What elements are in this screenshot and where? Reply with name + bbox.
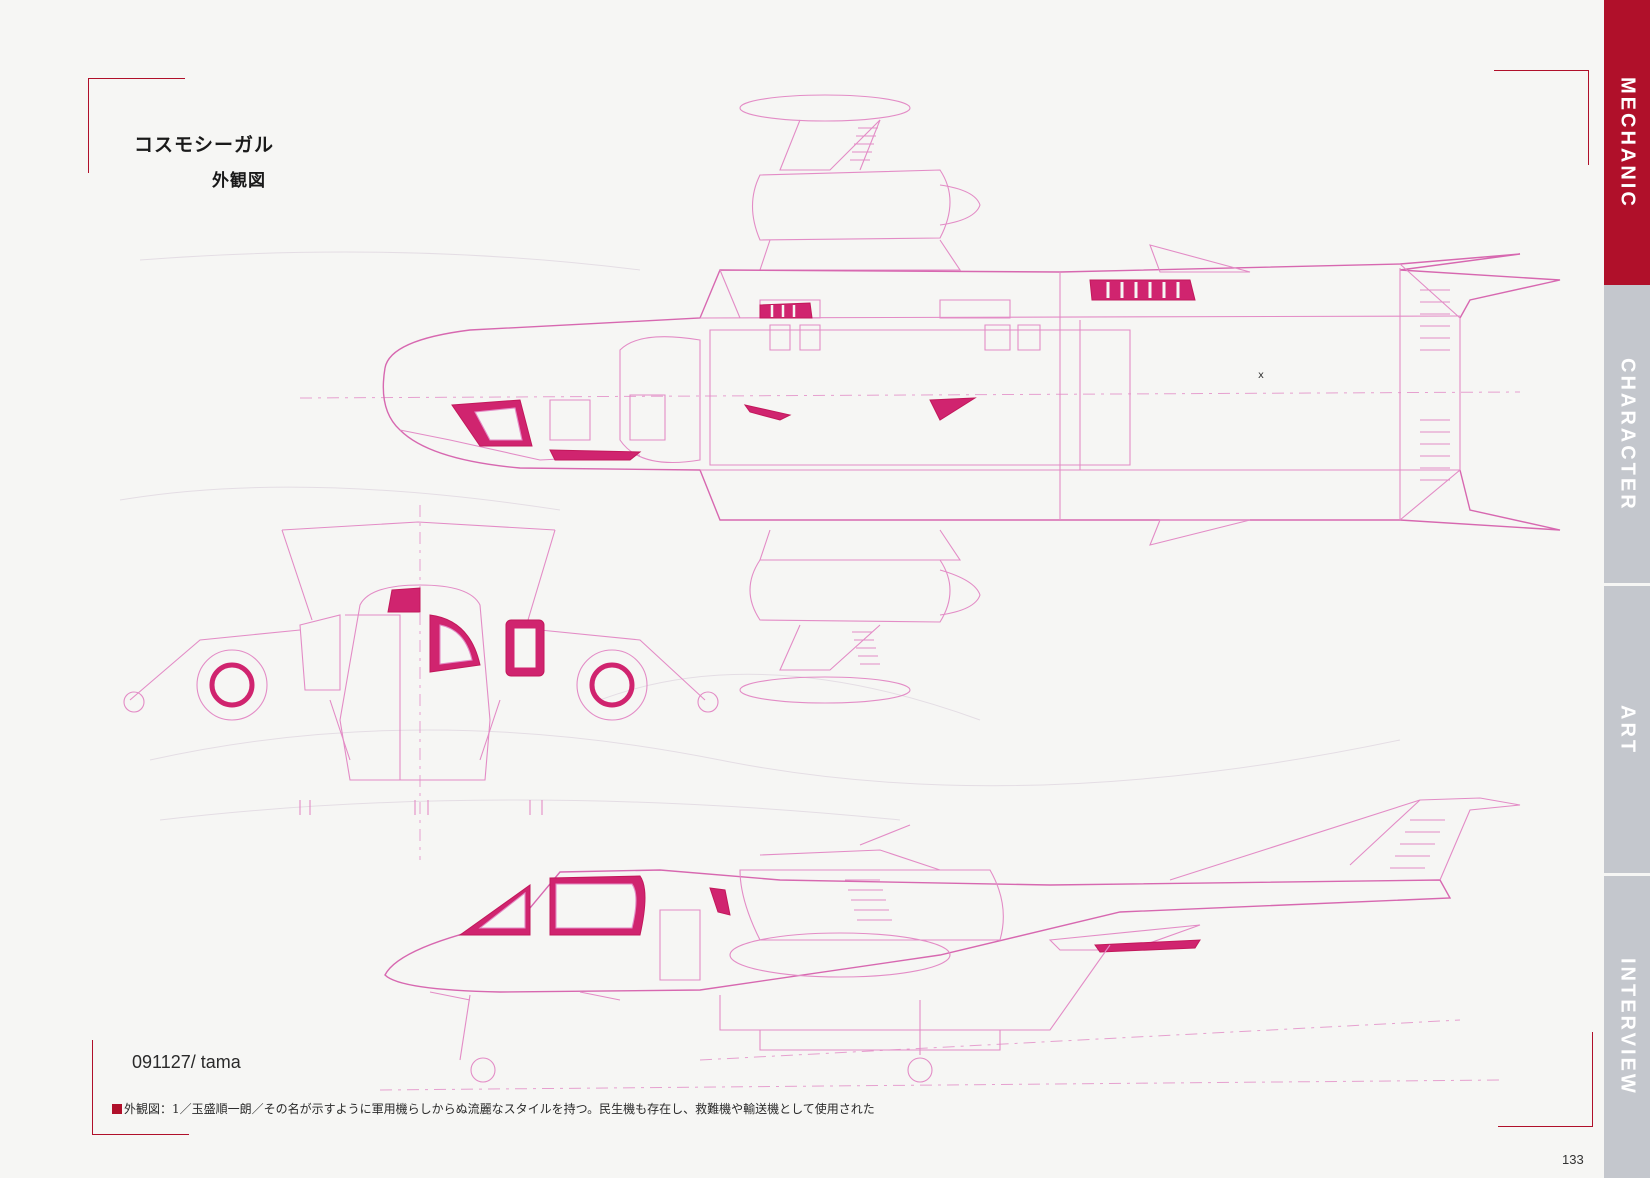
tab-character[interactable]: CHARACTER bbox=[1604, 285, 1650, 585]
figure-caption: 外観図：1／玉盛順一朗／その名が示すように軍用機らしからぬ流麗なスタイルを持つ。… bbox=[112, 1100, 875, 1117]
top-view: x bbox=[299, 94, 1561, 704]
tab-mechanic[interactable]: MECHANIC bbox=[1604, 0, 1650, 285]
page-subtitle: 外観図 bbox=[212, 171, 266, 191]
tab-divider bbox=[1604, 873, 1650, 876]
page-title: コスモシーガル bbox=[134, 134, 275, 156]
caption-text: 外観図：1／玉盛順一朗／その名が示すように軍用機らしからぬ流麗なスタイルを持つ。… bbox=[124, 1102, 875, 1116]
tab-divider bbox=[1604, 583, 1650, 586]
tab-interview[interactable]: INTERVIEW bbox=[1604, 875, 1650, 1178]
crop-mark-top-left bbox=[88, 78, 185, 173]
blueprint-drawing: x bbox=[119, 94, 1561, 1091]
caption-bullet bbox=[112, 1104, 122, 1114]
tab-character-label: CHARACTER bbox=[1616, 358, 1639, 512]
tab-mechanic-label: MECHANIC bbox=[1616, 76, 1639, 209]
tab-art[interactable]: ART bbox=[1604, 585, 1650, 875]
tab-art-label: ART bbox=[1616, 704, 1639, 756]
crop-mark-bottom-left bbox=[92, 1040, 189, 1135]
section-sidebar: MECHANIC CHARACTER ART INTERVIEW bbox=[1604, 0, 1650, 1178]
front-view bbox=[123, 505, 719, 860]
crop-mark-top-right bbox=[1494, 70, 1589, 165]
tab-interview-label: INTERVIEW bbox=[1616, 957, 1639, 1096]
background-sketch bbox=[119, 251, 1401, 821]
crop-mark-bottom-right bbox=[1498, 1032, 1593, 1127]
side-view bbox=[379, 797, 1521, 1091]
drawing-marker: x bbox=[1258, 370, 1264, 381]
page-number: 133 bbox=[1562, 1152, 1584, 1167]
artist-signature: 091127/ tama bbox=[132, 1052, 241, 1072]
